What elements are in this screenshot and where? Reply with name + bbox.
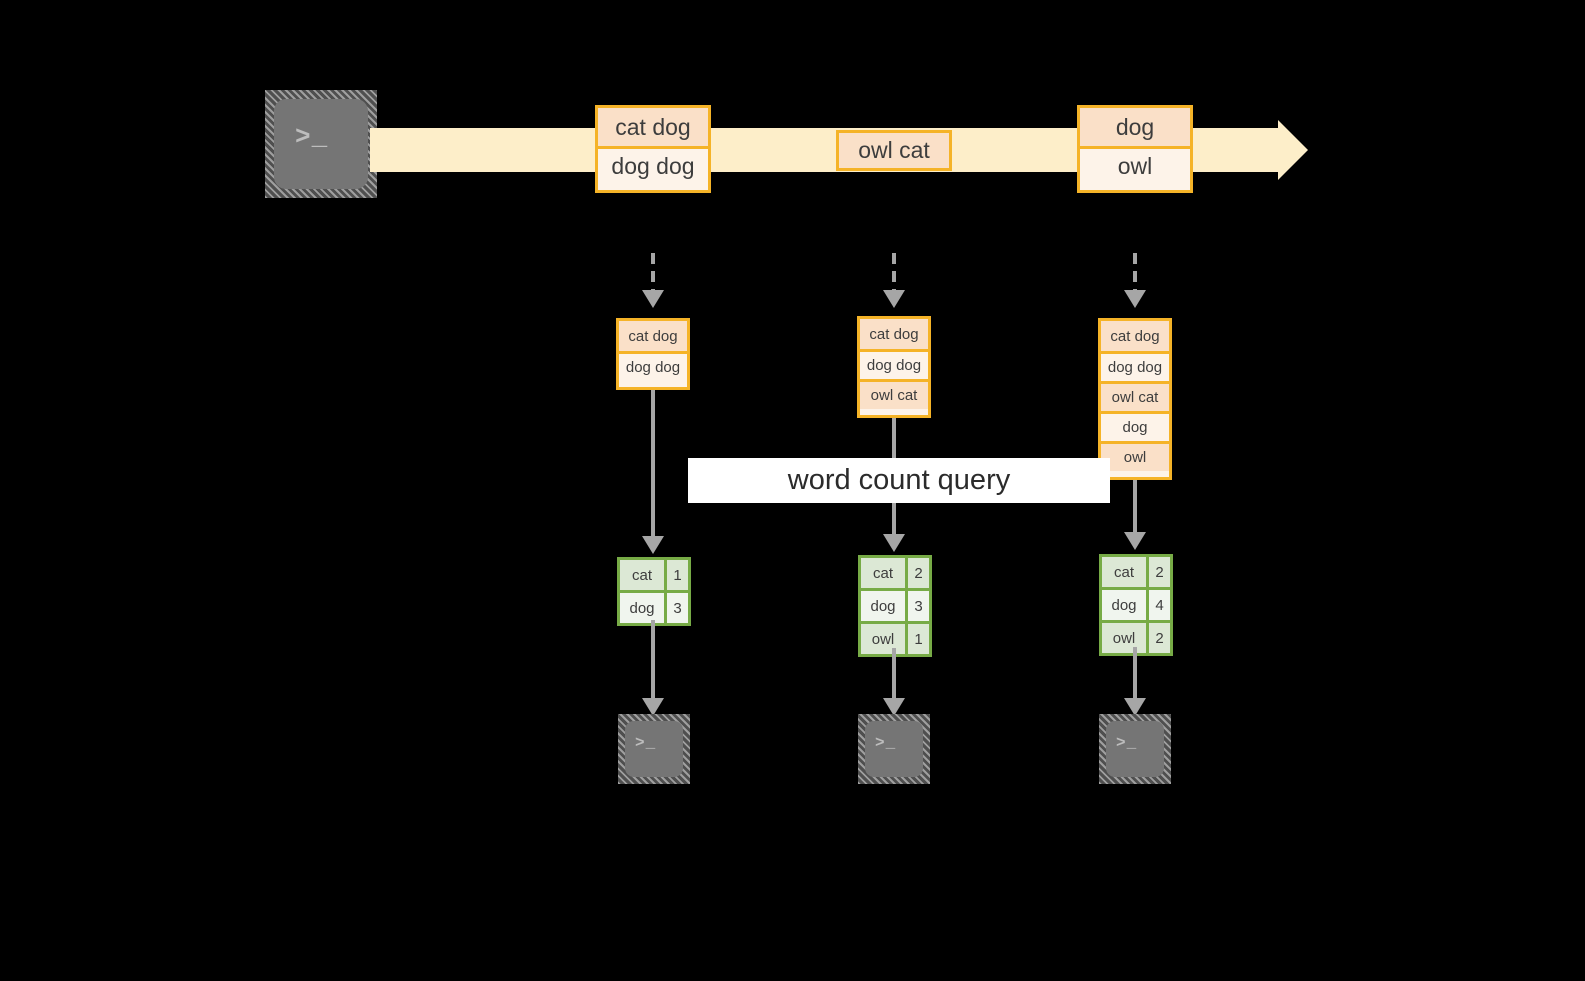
table-to-result-connector bbox=[1133, 480, 1137, 536]
result-table-row: dog 3 bbox=[620, 590, 688, 623]
terminal-screen bbox=[865, 721, 923, 777]
table-to-result-arrowhead-icon bbox=[1124, 532, 1146, 550]
stream-event-line: dog bbox=[1080, 108, 1190, 146]
input-table: cat dog dog dog bbox=[616, 318, 690, 390]
terminal-prompt-glyph: >_ bbox=[875, 734, 897, 752]
result-to-sink-arrowhead-icon bbox=[1124, 698, 1146, 716]
result-table-row: owl 1 bbox=[861, 621, 929, 654]
table-to-result-arrowhead-icon bbox=[642, 536, 664, 554]
query-label-text: word count query bbox=[787, 464, 1011, 496]
terminal-screen bbox=[274, 99, 368, 189]
result-count-cell: 1 bbox=[905, 624, 929, 654]
result-word-cell: owl bbox=[861, 624, 905, 654]
result-word-cell: cat bbox=[861, 558, 905, 588]
input-table-row: cat dog bbox=[1101, 321, 1169, 351]
sink-terminal-icon: >_ bbox=[858, 714, 930, 784]
terminal-prompt-glyph: >_ bbox=[635, 734, 657, 752]
result-table-row: dog 3 bbox=[861, 588, 929, 621]
input-table-row: owl bbox=[1101, 441, 1169, 471]
result-table-row: dog 4 bbox=[1102, 587, 1170, 620]
result-table: cat 2 dog 3 owl 1 bbox=[858, 555, 932, 657]
result-table: cat 1 dog 3 bbox=[617, 557, 691, 626]
result-table-row: cat 2 bbox=[1102, 557, 1170, 587]
input-table: cat dog dog dog owl cat dog owl bbox=[1098, 318, 1172, 480]
stream-event-line: dog dog bbox=[598, 146, 708, 184]
result-to-sink-connector bbox=[651, 620, 655, 702]
input-table-row: owl cat bbox=[860, 379, 928, 409]
result-count-cell: 2 bbox=[1146, 623, 1170, 653]
stream-arrow-head-icon bbox=[1278, 120, 1308, 180]
result-word-cell: dog bbox=[861, 591, 905, 621]
terminal-screen bbox=[1106, 721, 1164, 777]
result-table-row: cat 1 bbox=[620, 560, 688, 590]
source-terminal-icon: >_ bbox=[265, 90, 377, 198]
input-table-row: cat dog bbox=[860, 319, 928, 349]
stream-event-box: owl cat bbox=[836, 130, 952, 171]
stream-event-box: cat dog dog dog bbox=[595, 105, 711, 193]
result-count-cell: 4 bbox=[1146, 590, 1170, 620]
stream-to-table-connector bbox=[892, 253, 896, 294]
terminal-prompt-glyph: >_ bbox=[295, 122, 329, 152]
input-table-row: dog dog bbox=[1101, 351, 1169, 381]
result-word-cell: cat bbox=[1102, 557, 1146, 587]
sink-terminal-icon: >_ bbox=[618, 714, 690, 784]
input-table-row: dog dog bbox=[860, 349, 928, 379]
terminal-screen bbox=[625, 721, 683, 777]
stream-to-table-arrowhead-icon bbox=[1124, 290, 1146, 308]
result-count-cell: 1 bbox=[664, 560, 688, 590]
input-table: cat dog dog dog owl cat bbox=[857, 316, 931, 418]
result-word-cell: owl bbox=[1102, 623, 1146, 653]
stream-to-table-connector bbox=[1133, 253, 1137, 294]
table-to-result-arrowhead-icon bbox=[883, 534, 905, 552]
input-table-row: dog dog bbox=[619, 351, 687, 381]
result-count-cell: 3 bbox=[664, 593, 688, 623]
result-to-sink-arrowhead-icon bbox=[642, 698, 664, 716]
result-count-cell: 3 bbox=[905, 591, 929, 621]
sink-terminal-icon: >_ bbox=[1099, 714, 1171, 784]
input-table-row: dog bbox=[1101, 411, 1169, 441]
query-label-band: word count query bbox=[688, 458, 1110, 503]
stream-to-table-connector bbox=[651, 253, 655, 294]
result-word-cell: dog bbox=[620, 593, 664, 623]
stream-event-line: owl bbox=[1080, 146, 1190, 184]
stream-to-table-arrowhead-icon bbox=[883, 290, 905, 308]
stream-event-line: cat dog bbox=[598, 108, 708, 146]
stream-event-line: owl cat bbox=[839, 133, 949, 168]
result-word-cell: dog bbox=[1102, 590, 1146, 620]
terminal-prompt-glyph: >_ bbox=[1116, 734, 1138, 752]
input-table-row: owl cat bbox=[1101, 381, 1169, 411]
result-to-sink-arrowhead-icon bbox=[883, 698, 905, 716]
result-count-cell: 2 bbox=[1146, 557, 1170, 587]
input-table-row: cat dog bbox=[619, 321, 687, 351]
table-to-result-connector bbox=[651, 390, 655, 540]
result-table-row: cat 2 bbox=[861, 558, 929, 588]
result-word-cell: cat bbox=[620, 560, 664, 590]
result-table-row: owl 2 bbox=[1102, 620, 1170, 653]
result-table: cat 2 dog 4 owl 2 bbox=[1099, 554, 1173, 656]
result-to-sink-connector bbox=[892, 648, 896, 702]
stream-to-table-arrowhead-icon bbox=[642, 290, 664, 308]
result-count-cell: 2 bbox=[905, 558, 929, 588]
result-to-sink-connector bbox=[1133, 647, 1137, 702]
stream-event-box: dog owl bbox=[1077, 105, 1193, 193]
